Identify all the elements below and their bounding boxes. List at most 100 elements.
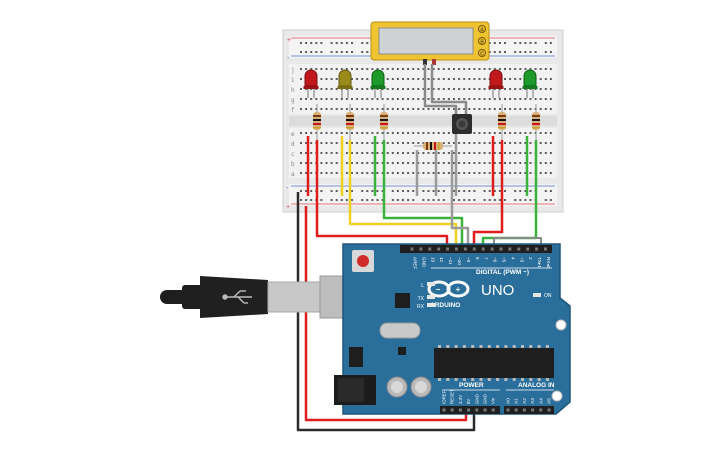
breadboard-hole[interactable] — [549, 152, 552, 154]
breadboard-hole[interactable] — [407, 162, 410, 164]
rail-hole[interactable] — [335, 190, 338, 192]
breadboard-hole[interactable] — [417, 68, 420, 70]
breadboard-hole[interactable] — [345, 98, 348, 100]
breadboard-hole[interactable] — [519, 108, 522, 110]
breadboard-hole[interactable] — [407, 78, 410, 80]
breadboard-hole[interactable] — [371, 172, 374, 174]
breadboard-hole[interactable] — [391, 68, 394, 70]
breadboard-hole[interactable] — [417, 98, 420, 100]
breadboard-hole[interactable] — [402, 78, 404, 80]
rail-hole[interactable] — [468, 199, 471, 201]
rail-hole[interactable] — [376, 199, 379, 201]
breadboard-hole[interactable] — [361, 108, 364, 110]
breadboard-hole[interactable] — [412, 172, 415, 174]
breadboard-hole[interactable] — [493, 162, 496, 164]
breadboard-hole[interactable] — [412, 132, 415, 134]
breadboard-hole[interactable] — [402, 132, 404, 134]
rail-hole[interactable] — [351, 51, 353, 53]
breadboard-hole[interactable] — [335, 98, 338, 100]
breadboard-hole[interactable] — [356, 98, 359, 100]
breadboard-hole[interactable] — [345, 142, 348, 144]
breadboard-hole[interactable] — [504, 162, 506, 164]
breadboard-hole[interactable] — [519, 78, 522, 80]
rail-hole[interactable] — [305, 199, 308, 201]
breadboard-hole[interactable] — [478, 98, 481, 100]
breadboard-hole[interactable] — [529, 152, 532, 154]
breadboard-hole[interactable] — [330, 88, 333, 90]
breadboard-hole[interactable] — [432, 68, 435, 70]
breadboard-hole[interactable] — [422, 108, 425, 110]
breadboard-hole[interactable] — [498, 108, 501, 110]
rail-hole[interactable] — [473, 199, 476, 201]
breadboard-hole[interactable] — [483, 78, 486, 80]
breadboard-hole[interactable] — [300, 162, 302, 164]
breadboard-hole[interactable] — [396, 78, 399, 80]
breadboard-hole[interactable] — [356, 68, 359, 70]
breadboard-hole[interactable] — [325, 78, 328, 80]
breadboard-hole[interactable] — [422, 172, 425, 174]
rail-hole[interactable] — [549, 190, 552, 192]
breadboard-hole[interactable] — [468, 98, 471, 100]
rail-hole[interactable] — [498, 42, 501, 44]
breadboard-hole[interactable] — [417, 172, 420, 174]
breadboard-hole[interactable] — [427, 108, 430, 110]
breadboard-hole[interactable] — [351, 152, 353, 154]
breadboard-hole[interactable] — [340, 98, 343, 100]
rail-hole[interactable] — [458, 190, 461, 192]
breadboard-hole[interactable] — [386, 108, 389, 110]
rail-hole[interactable] — [335, 51, 338, 53]
rail-hole[interactable] — [529, 190, 532, 192]
breadboard-hole[interactable] — [468, 68, 471, 70]
breadboard-hole[interactable] — [514, 68, 517, 70]
breadboard-hole[interactable] — [402, 142, 404, 144]
breadboard-hole[interactable] — [366, 162, 369, 164]
rail-hole[interactable] — [524, 199, 527, 201]
rail-hole[interactable] — [320, 51, 323, 53]
header-pin[interactable] — [419, 247, 423, 251]
breadboard-hole[interactable] — [351, 132, 353, 134]
breadboard-hole[interactable] — [376, 68, 379, 70]
breadboard-hole[interactable] — [468, 108, 471, 110]
breadboard-hole[interactable] — [427, 78, 430, 80]
rail-hole[interactable] — [483, 190, 486, 192]
breadboard-hole[interactable] — [381, 68, 384, 70]
breadboard-hole[interactable] — [335, 108, 338, 110]
breadboard-hole[interactable] — [468, 162, 471, 164]
header-pin[interactable] — [517, 247, 521, 251]
breadboard-hole[interactable] — [447, 152, 450, 154]
breadboard-hole[interactable] — [330, 78, 333, 80]
rail-hole[interactable] — [351, 190, 353, 192]
rail-hole[interactable] — [493, 190, 496, 192]
breadboard-hole[interactable] — [325, 108, 328, 110]
breadboard-hole[interactable] — [463, 172, 466, 174]
breadboard-hole[interactable] — [478, 78, 481, 80]
breadboard-hole[interactable] — [396, 132, 399, 134]
power-pin[interactable] — [450, 408, 454, 412]
breadboard-hole[interactable] — [402, 108, 404, 110]
breadboard-hole[interactable] — [300, 142, 302, 144]
rail-hole[interactable] — [361, 51, 364, 53]
rail-hole[interactable] — [463, 190, 466, 192]
breadboard-hole[interactable] — [335, 162, 338, 164]
header-pin[interactable] — [526, 247, 530, 251]
breadboard-hole[interactable] — [335, 152, 338, 154]
rail-hole[interactable] — [412, 190, 415, 192]
breadboard-hole[interactable] — [417, 142, 420, 144]
breadboard-hole[interactable] — [463, 152, 466, 154]
rail-hole[interactable] — [442, 190, 445, 192]
rail-hole[interactable] — [544, 42, 547, 44]
breadboard-hole[interactable] — [437, 152, 440, 154]
breadboard-hole[interactable] — [458, 88, 461, 90]
breadboard-hole[interactable] — [549, 88, 552, 90]
breadboard-hole[interactable] — [366, 132, 369, 134]
header-pin[interactable] — [490, 247, 494, 251]
breadboard-hole[interactable] — [427, 132, 430, 134]
breadboard-hole[interactable] — [453, 98, 455, 100]
breadboard-hole[interactable] — [514, 132, 517, 134]
breadboard-hole[interactable] — [391, 108, 394, 110]
breadboard-hole[interactable] — [432, 172, 435, 174]
breadboard-hole[interactable] — [498, 98, 501, 100]
rail-hole[interactable] — [320, 199, 323, 201]
breadboard-hole[interactable] — [345, 162, 348, 164]
breadboard-hole[interactable] — [514, 98, 517, 100]
